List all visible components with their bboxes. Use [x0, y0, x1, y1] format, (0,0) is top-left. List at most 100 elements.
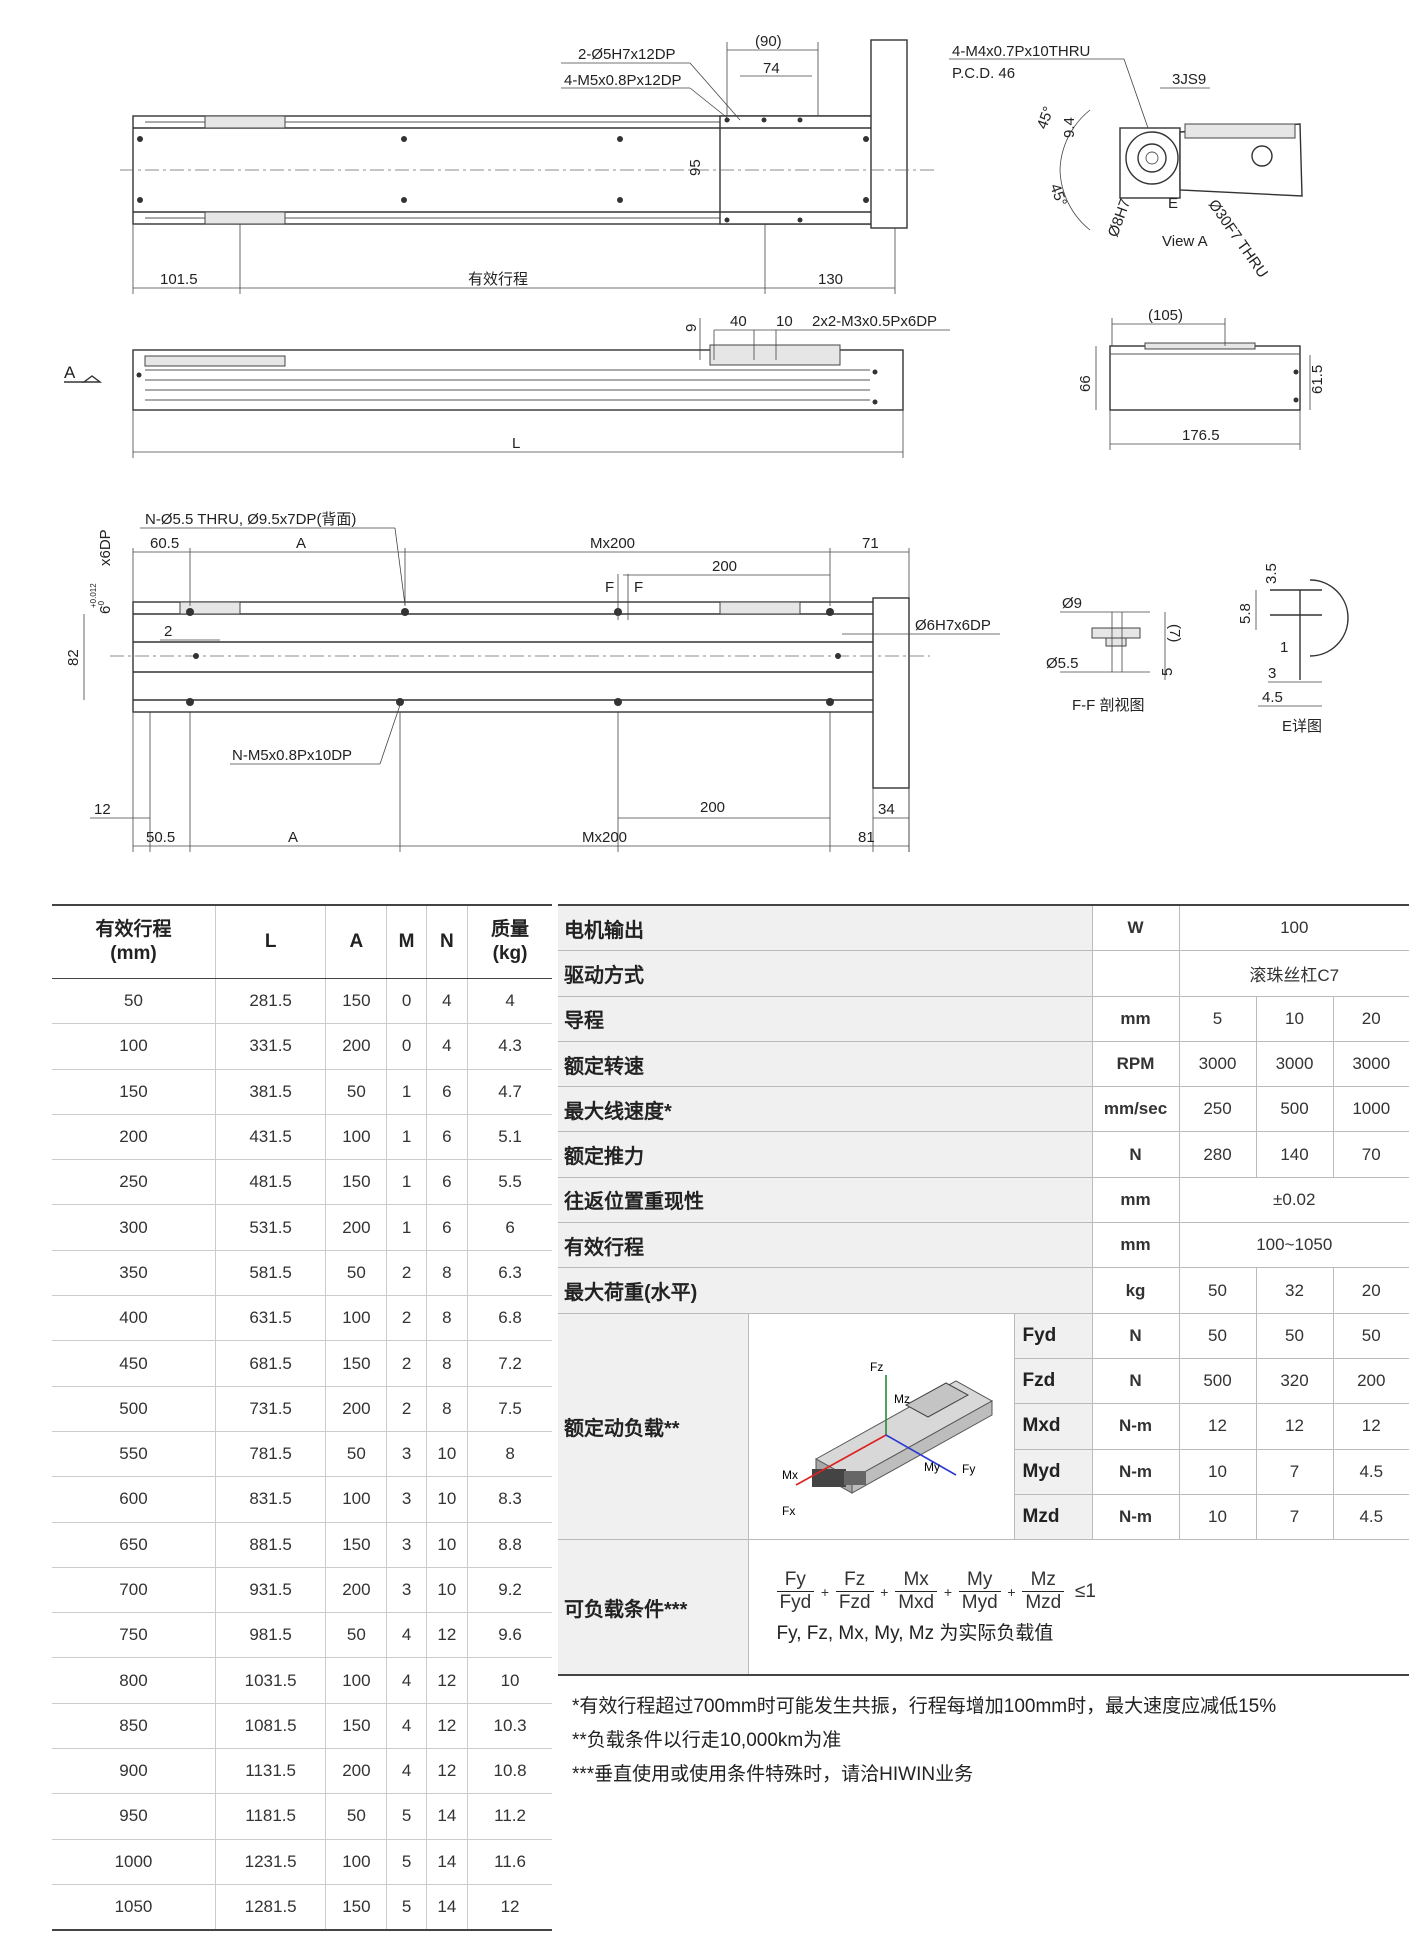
- spec-value: 3000: [1255, 1041, 1334, 1088]
- side-dim-2: 40: [730, 313, 747, 330]
- plus-sign: +: [820, 1583, 830, 1600]
- bottom-dim-10: 2: [164, 623, 172, 640]
- table-cell: 150: [325, 1522, 387, 1568]
- table-cell: 1: [386, 1114, 427, 1161]
- table-cell: 11.2: [467, 1793, 552, 1840]
- dyn-value: 12: [1178, 1403, 1257, 1450]
- dyn-value: 4.5: [1332, 1494, 1409, 1541]
- table-cell: 950: [52, 1793, 216, 1840]
- table-cell: 8.8: [467, 1522, 552, 1568]
- dyn-value: 4.5: [1332, 1449, 1409, 1495]
- bottom-dim-6c: -0: [97, 600, 106, 608]
- table-cell: 981.5: [214, 1612, 326, 1659]
- dyn-value: 7: [1255, 1494, 1334, 1541]
- dyn-unit: N: [1091, 1313, 1180, 1359]
- spec-unit: W: [1091, 904, 1180, 952]
- table-cell: 700: [52, 1567, 216, 1614]
- spec-value: 250: [1178, 1086, 1257, 1133]
- table-cell: 2: [386, 1340, 427, 1387]
- frac-den: Fyd: [779, 1592, 812, 1614]
- dyn-unit: N-m: [1091, 1494, 1180, 1541]
- axis-my: My: [924, 1460, 940, 1474]
- table-cell: 14: [425, 1839, 468, 1885]
- spec-value: 100: [1178, 904, 1409, 952]
- dyn-value: 12: [1332, 1403, 1409, 1450]
- ff-dim-2: (7): [1166, 624, 1183, 642]
- spec-value: 滚珠丝杠C7: [1178, 950, 1409, 997]
- table-cell: 4.7: [467, 1069, 552, 1115]
- table-cell: 100: [325, 1476, 387, 1523]
- axis-fy: Fy: [962, 1462, 975, 1476]
- spec-label: 最大线速度*: [558, 1086, 1093, 1133]
- table-cell: 5: [386, 1793, 427, 1840]
- view-a-dim-8: E: [1168, 195, 1178, 212]
- dyn-unit: N-m: [1091, 1403, 1180, 1450]
- dyn-value: 10: [1178, 1494, 1257, 1541]
- spec-label: 电机输出: [558, 904, 1093, 952]
- axis-fz: Fz: [870, 1360, 883, 1374]
- spec-unit: mm/sec: [1091, 1086, 1180, 1133]
- table-cell: 5.5: [467, 1159, 552, 1206]
- spec-value: 3000: [1178, 1041, 1257, 1088]
- table-cell: 1031.5: [214, 1657, 326, 1704]
- e-dim-4: 3: [1268, 665, 1276, 682]
- table-cell: 0: [386, 978, 427, 1025]
- load-axes-figure: Fz Mz Mx Fx My Fy: [747, 1313, 1014, 1541]
- table-cell: 2: [386, 1250, 427, 1297]
- spec-value: 500: [1255, 1086, 1334, 1133]
- bottom-dim-9: 200: [712, 558, 737, 575]
- ff-dim-3: Ø5.5: [1046, 655, 1079, 672]
- frac-num: Fy: [776, 1569, 815, 1593]
- dyn-value: 50: [1332, 1313, 1409, 1359]
- spec-unit: kg: [1091, 1267, 1180, 1314]
- bottom-dim-20: 81: [858, 829, 875, 846]
- table-cell: 4: [467, 978, 552, 1025]
- dyn-value: 50: [1178, 1313, 1257, 1359]
- dyn-unit: N-m: [1091, 1449, 1180, 1495]
- top-dim-8: 130: [818, 271, 843, 288]
- table-cell: 50: [325, 1431, 387, 1478]
- table-cell: 150: [325, 1340, 387, 1387]
- e-dim-1: 3.5: [1263, 563, 1280, 584]
- table-cell: 931.5: [214, 1567, 326, 1614]
- table-cell: 3: [386, 1476, 427, 1523]
- bottom-dim-12: Ø6H7x6DP: [915, 617, 991, 634]
- spec-unit: N: [1091, 1131, 1180, 1178]
- spec-row-repeatability: 往返位置重现性 mm ±0.02: [558, 1177, 1409, 1224]
- bottom-dim-4: Mx200: [590, 535, 635, 552]
- table-cell: 2: [386, 1386, 427, 1432]
- table-cell: 9.6: [467, 1612, 552, 1659]
- table-cell: 350: [52, 1250, 216, 1297]
- footnotes: *有效行程超过700mm时可能发生共振，行程每增加100mm时，最大速度应减低1…: [572, 1690, 1392, 1792]
- spec-label: 导程: [558, 996, 1093, 1042]
- dyn-name: Myd: [1013, 1449, 1093, 1495]
- spec-table: 电机输出 W 100 驱动方式 滚珠丝杠C7 导程 mm 5 10 20 额定转…: [558, 904, 1409, 1677]
- table-cell: 150: [325, 978, 387, 1025]
- table-cell: 581.5: [214, 1250, 326, 1297]
- view-a: 4-M4x0.7Px10THRU P.C.D. 46 3JS9 45° 9.4 …: [949, 43, 1303, 281]
- table-cell: 300: [52, 1204, 216, 1251]
- spec-value: 5: [1178, 996, 1257, 1042]
- bottom-dim-8: F: [634, 579, 643, 596]
- table-cell: 150: [325, 1159, 387, 1206]
- bottom-view: N-Ø5.5 THRU, Ø9.5x7DP(背面) 60.5 A Mx200 7…: [65, 511, 1000, 852]
- stroke-table-header-cell: 质量 (kg): [467, 904, 552, 979]
- e-dim-5: 4.5: [1262, 689, 1283, 706]
- table-cell: 200: [52, 1114, 216, 1161]
- table-cell: 10: [425, 1522, 468, 1568]
- spec-row-dyn-fyd: 额定动负载** Fz Mz Mx Fx My Fy Fyd N 50: [558, 1313, 1409, 1541]
- side-dim-1: 9: [683, 324, 700, 332]
- table-cell: 6: [467, 1204, 552, 1251]
- stroke-table-header-cell: L: [214, 904, 326, 979]
- bottom-dim-18: A: [288, 829, 298, 846]
- bottom-dim-5: 71: [862, 535, 879, 552]
- frac-den: Myd: [961, 1592, 998, 1614]
